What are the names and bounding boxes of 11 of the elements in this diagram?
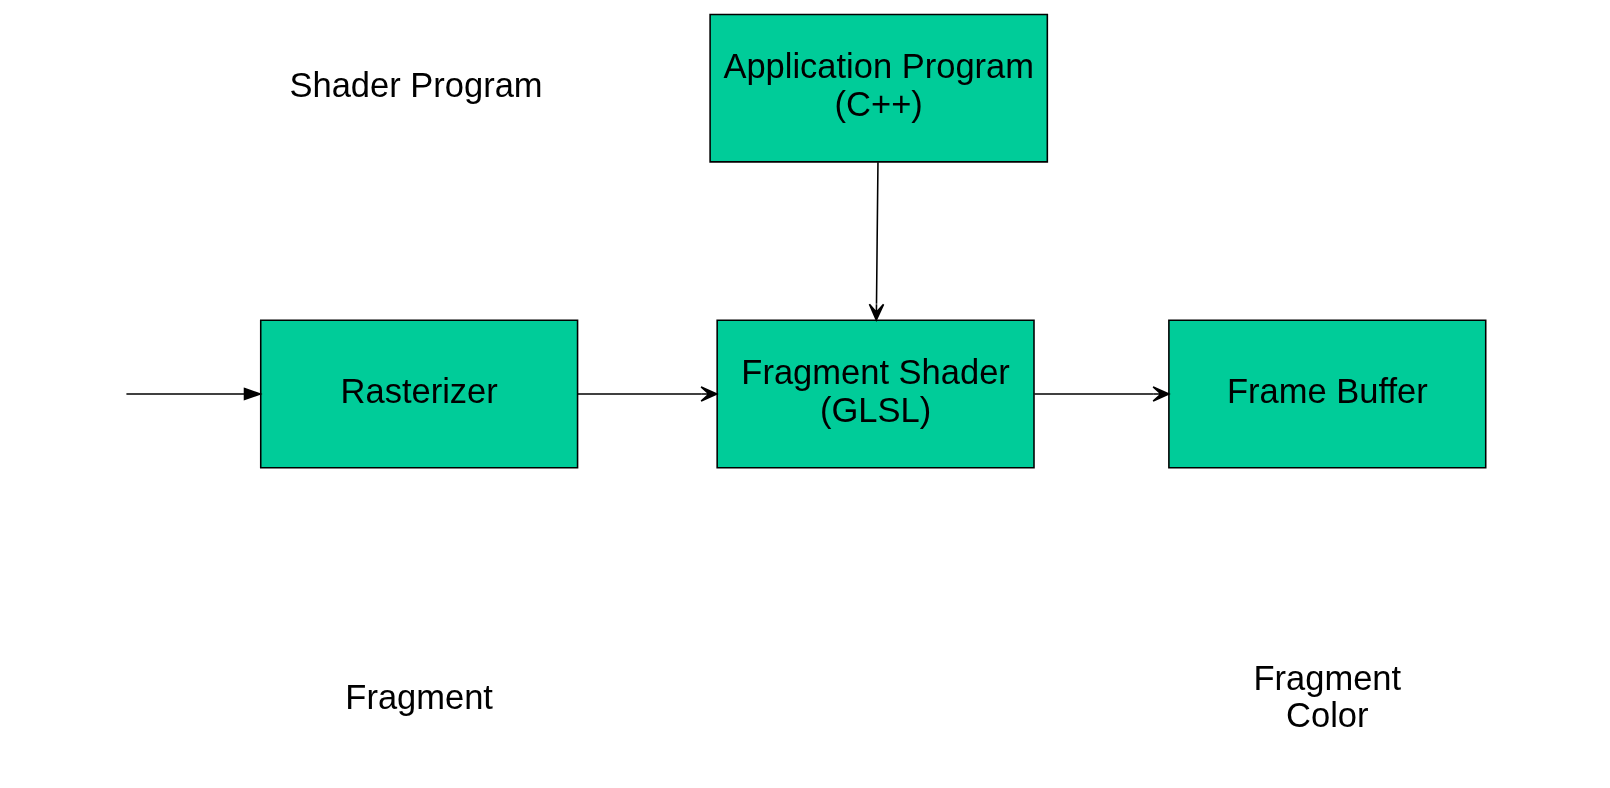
arrow [1033,386,1170,402]
node-box: Fragment Shader (GLSL) [715,319,1035,469]
label: Fragment Color [1252,658,1401,735]
label: Shader Program [288,65,543,104]
arrow [125,387,263,401]
node-box: Application Program (C++) [708,13,1048,163]
label: Fragment [344,677,493,716]
arrow [576,386,718,402]
node-box: Frame Buffer [1167,319,1486,469]
arrow [868,161,884,321]
node-box: Rasterizer [259,319,578,469]
